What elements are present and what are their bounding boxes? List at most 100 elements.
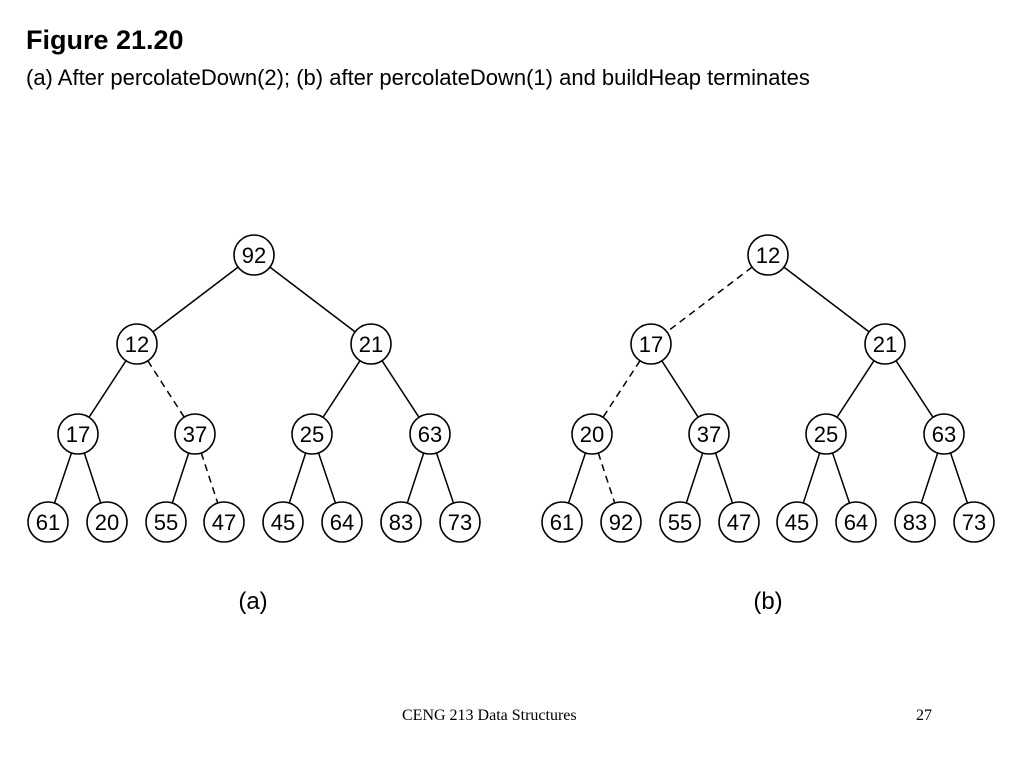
node-circle	[233, 234, 275, 276]
heap-node: 20	[86, 501, 128, 543]
heap-node: 45	[262, 501, 304, 543]
node-circle	[439, 501, 481, 543]
node-value: 64	[330, 510, 354, 535]
node-circle	[380, 501, 422, 543]
heap-node: 63	[409, 413, 451, 455]
node-circle	[688, 413, 730, 455]
node-value: 61	[550, 510, 574, 535]
heap-node: 17	[57, 413, 99, 455]
node-value: 17	[66, 422, 90, 447]
node-value: 25	[814, 422, 838, 447]
node-circle	[864, 323, 906, 365]
tree-edge	[714, 452, 734, 504]
node-value: 61	[36, 510, 60, 535]
heap-node: 92	[600, 501, 642, 543]
tree-edge	[920, 452, 939, 504]
node-circle	[747, 234, 789, 276]
tree-caption-a: (a)	[238, 588, 267, 615]
heap-node: 83	[380, 501, 422, 543]
heap-node: 12	[747, 234, 789, 276]
node-value: 63	[418, 422, 442, 447]
node-value: 17	[639, 332, 663, 357]
node-value: 92	[242, 243, 266, 268]
node-value: 37	[697, 422, 721, 447]
heap-node: 92	[233, 234, 275, 276]
node-circle	[659, 501, 701, 543]
heap-node: 17	[630, 323, 672, 365]
footer-course-name: CENG 213 Data Structures	[402, 707, 577, 724]
tree-edge	[322, 360, 361, 418]
dashed-edge	[147, 360, 185, 418]
node-circle	[600, 501, 642, 543]
node-circle	[776, 501, 818, 543]
node-circle	[174, 413, 216, 455]
node-value: 21	[873, 332, 897, 357]
node-circle	[805, 413, 847, 455]
heap-node: 83	[894, 501, 936, 543]
heap-node: 63	[923, 413, 965, 455]
heap-node: 21	[864, 323, 906, 365]
tree-edge	[269, 266, 356, 333]
tree-edge	[895, 360, 934, 418]
node-circle	[718, 501, 760, 543]
heap-node: 61	[27, 501, 69, 543]
heap-node: 47	[203, 501, 245, 543]
heap-node: 25	[805, 413, 847, 455]
tree-edge	[406, 452, 425, 504]
tree-edge	[783, 266, 870, 333]
heap-node: 47	[718, 501, 760, 543]
node-value: 45	[785, 510, 809, 535]
node-value: 47	[212, 510, 236, 535]
tree-edge	[661, 360, 699, 418]
node-value: 12	[125, 332, 149, 357]
node-circle	[262, 501, 304, 543]
node-value: 55	[154, 510, 178, 535]
node-circle	[145, 501, 187, 543]
heap-node: 37	[174, 413, 216, 455]
heap-trees-diagram: 92 12 21 17 37 25 63 61 20 55 47 45 64 83 73 (a) 12 17 21 2…	[27, 234, 995, 615]
node-circle	[57, 413, 99, 455]
node-value: 64	[844, 510, 868, 535]
tree-edge	[435, 452, 455, 504]
node-value: 25	[300, 422, 324, 447]
node-circle	[291, 413, 333, 455]
node-value: 47	[727, 510, 751, 535]
node-circle	[116, 323, 158, 365]
tree-edge	[88, 360, 127, 418]
heap-node: 61	[541, 501, 583, 543]
node-circle	[835, 501, 877, 543]
heap-node: 55	[145, 501, 187, 543]
dashed-edge	[200, 452, 219, 504]
dashed-edge	[597, 452, 616, 504]
dashed-edge	[602, 360, 641, 418]
heap-node: 55	[659, 501, 701, 543]
page-number: 27	[916, 707, 932, 724]
tree-edge	[802, 452, 821, 504]
node-value: 20	[580, 422, 604, 447]
node-circle	[409, 413, 451, 455]
node-value: 83	[389, 510, 413, 535]
tree-edge	[83, 452, 102, 504]
node-circle	[86, 501, 128, 543]
node-circle	[630, 323, 672, 365]
node-value: 55	[668, 510, 692, 535]
node-value: 83	[903, 510, 927, 535]
node-value: 21	[359, 332, 383, 357]
node-value: 73	[962, 510, 986, 535]
heap-node: 20	[571, 413, 613, 455]
node-circle	[923, 413, 965, 455]
node-circle	[953, 501, 995, 543]
node-circle	[27, 501, 69, 543]
node-value: 12	[756, 243, 780, 268]
heap-node: 12	[116, 323, 158, 365]
heap-node: 25	[291, 413, 333, 455]
tree-edge	[171, 452, 190, 504]
tree-edge	[831, 452, 851, 504]
heap-node: 37	[688, 413, 730, 455]
node-value: 37	[183, 422, 207, 447]
tree-edge	[567, 452, 587, 504]
heap-node: 64	[835, 501, 877, 543]
tree-edge	[836, 360, 875, 418]
heap-node: 73	[953, 501, 995, 543]
